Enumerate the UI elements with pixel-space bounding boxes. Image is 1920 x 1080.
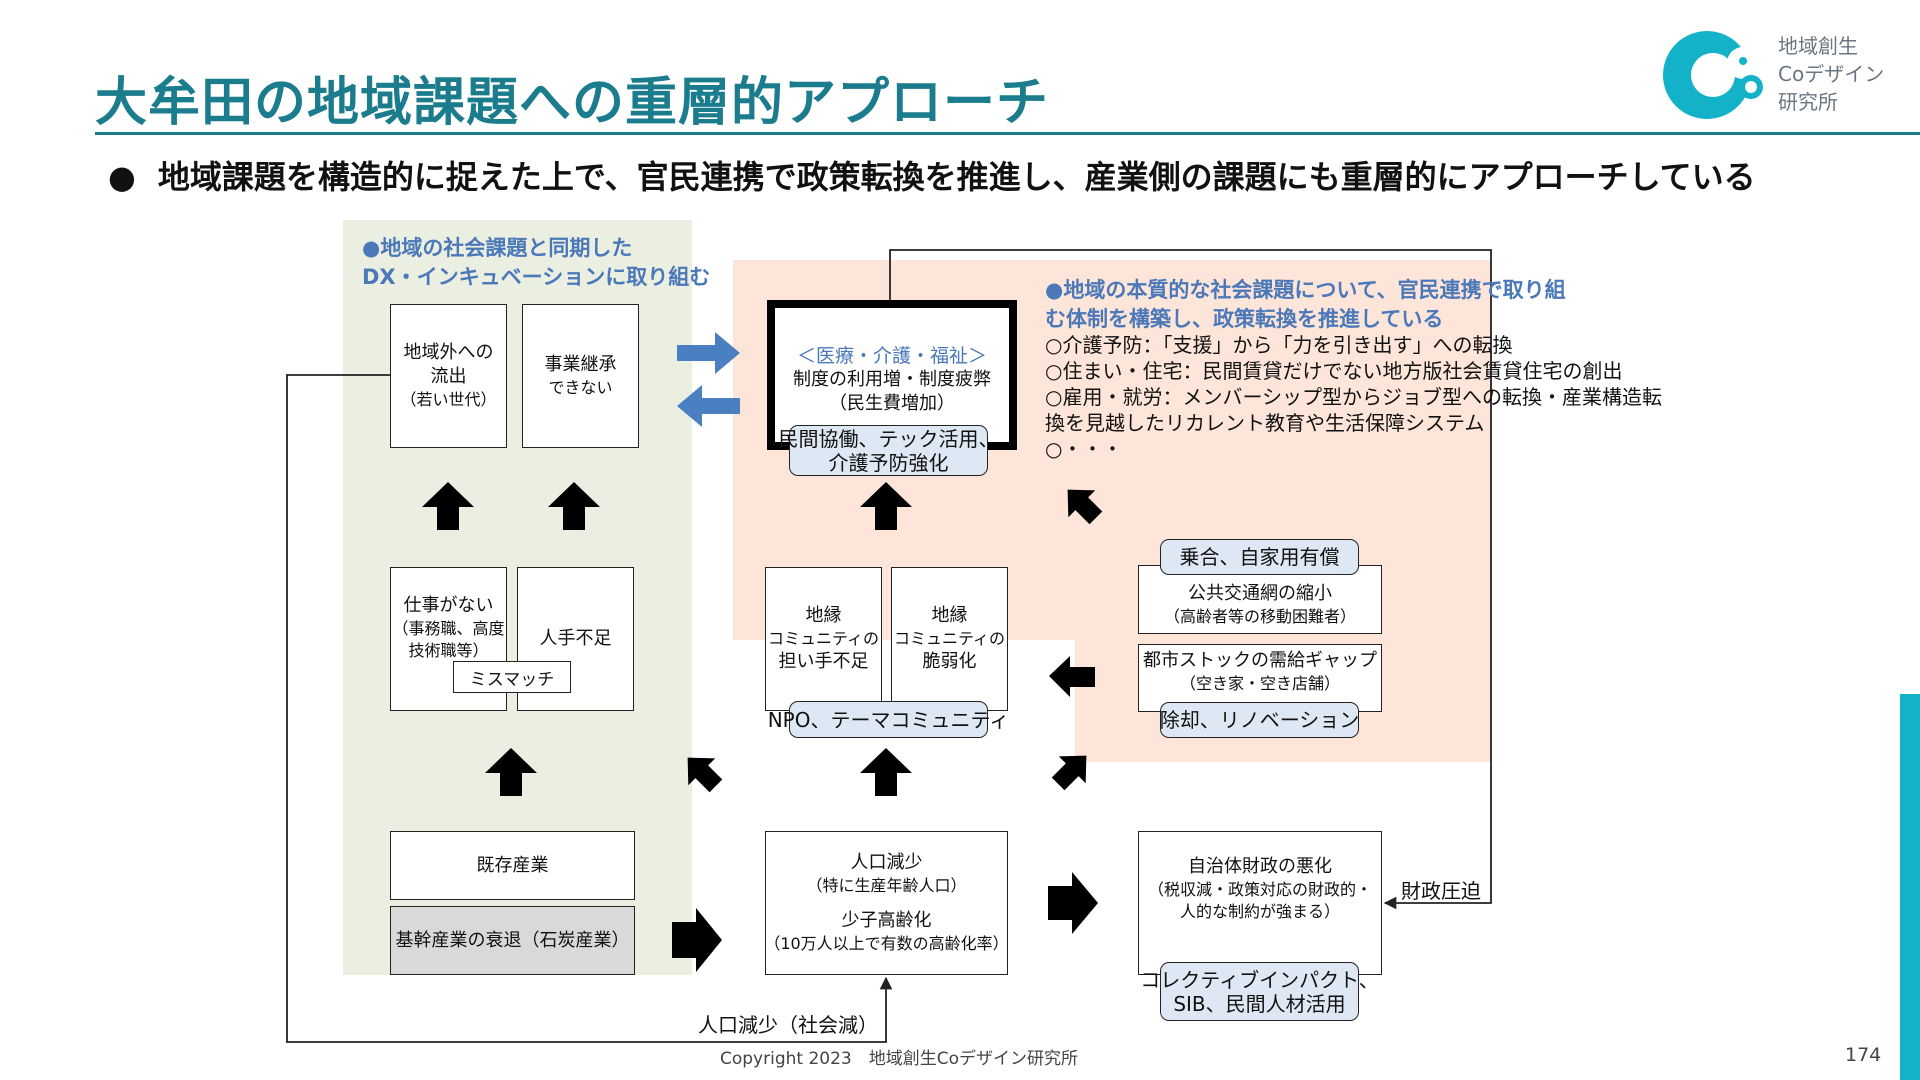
medical-line-3: （民生費増加）	[829, 393, 955, 414]
social-decrease-label: 人口減少（社会減）	[698, 1013, 878, 1037]
up-arrow-medical	[860, 482, 912, 530]
left-arrow-stock	[1049, 656, 1095, 697]
bearers-line-1: 地縁	[805, 605, 842, 626]
fragile-line-1: 地縁	[931, 605, 968, 626]
right-heading-line-2: む体制を構築し、政策転換を推進している	[1045, 307, 1444, 331]
blue-left-arrow	[677, 385, 740, 427]
logo-icon	[1663, 31, 1763, 119]
up-arrow-community	[860, 748, 912, 796]
transport-line-1: 公共交通網の縮小	[1188, 582, 1332, 604]
bullet-text: 地域課題を構造的に捉えた上で、官民連携で政策転換を推進し、産業側の課題にも重層的…	[157, 158, 1756, 196]
population-sub-1: （特に生産年齢人口）	[806, 876, 967, 895]
private-tag-line-1: 民間協働、テック活用、	[778, 426, 999, 451]
collective-line-2: SIB、民間人材活用	[1173, 991, 1346, 1016]
policy-item: ○住まい・住宅：民間賃貸だけでない地方版社会賃貸住宅の創出	[1045, 359, 1623, 383]
npo-tag: NPO、テーマコミュニティ	[768, 701, 1009, 738]
community-bearers-box: 地縁 コミュニティの 担い手不足	[765, 567, 882, 711]
right-arrow-population	[1048, 872, 1098, 934]
copyright-footer: Copyright 2023 地域創生Coデザイン研究所	[720, 1049, 1079, 1069]
private-tag-line-2: 介護予防強化	[828, 450, 949, 475]
right-arrow-decline	[672, 908, 722, 972]
private-collaboration-tag: 民間協働、テック活用、 介護予防強化	[779, 425, 999, 476]
bearers-line-2: コミュニティの	[767, 629, 880, 648]
left-heading-line-1: ●地域の社会課題と同期した	[362, 236, 633, 260]
population-line-2: 少子高齢化	[841, 910, 932, 931]
medical-heading: ＜医療・介護・福祉＞	[796, 345, 987, 367]
stock-sub: （空き家・空き店舗）	[1179, 674, 1340, 693]
policy-item: ○介護予防：「支援」から「力を引き出す」への転換	[1045, 333, 1513, 357]
finance-line-1: 自治体財政の悪化	[1188, 856, 1332, 877]
page-number: 174	[1845, 1044, 1882, 1066]
fiscal-pressure-line	[889, 249, 1492, 910]
right-heading-line-1: ●地域の本質的な社会課題について、官民連携で取り組	[1045, 278, 1566, 302]
policy-item: 換を見越したリカレント教育や生活保障システム	[1045, 411, 1485, 435]
up-arrow-nojob	[485, 748, 537, 796]
collective-line-1: コレクティブインパクト、	[1140, 967, 1379, 992]
left-heading-line-2: DX・インキュベーションに取り組む	[362, 265, 711, 289]
finance-sub-2: 人的な制約が強まる）	[1179, 902, 1340, 921]
outflow-box: 地域外への 流出 （若い世代）	[390, 304, 507, 448]
existing-industry-label: 既存産業	[476, 854, 549, 876]
no-job-line-1: 仕事がない	[403, 595, 494, 616]
logo-text: 地域創生 Coデザイン 研究所	[1778, 32, 1884, 116]
transport-sub: （高齢者等の移動困難者）	[1163, 606, 1356, 626]
fragile-line-2: コミュニティの	[893, 629, 1006, 648]
logo-line-1: 地域創生	[1778, 34, 1858, 58]
summary-bullet: ● 地域課題を構造的に捉えた上で、官民連携で政策転換を推進し、産業側の課題にも重層…	[108, 152, 1756, 198]
succession-box: 事業継承 できない	[522, 304, 639, 448]
finance-sub-1: （税収減・政策対応の財政的・	[1147, 880, 1372, 899]
population-line-1: 人口減少	[850, 852, 923, 873]
policy-list: ○介護予防：「支援」から「力を引き出す」への転換 ○住まい・住宅：民間賃貸だけで…	[1045, 332, 1662, 462]
page-title: 大牟田の地域課題への重層的アプローチ	[95, 73, 1050, 133]
stock-line-1: 都市ストックの需給ギャップ	[1143, 650, 1377, 671]
municipal-finance-box: 自治体財政の悪化 （税収減・政策対応の財政的・ 人的な制約が強まる）	[1138, 831, 1382, 975]
diag-arrow-upright-bottom	[1051, 755, 1087, 791]
succession-line-1: 事業継承	[544, 354, 617, 375]
diag-arrow-upleft-top	[1067, 489, 1103, 525]
core-industry-decline-label: 基幹産業の衰退（石炭産業）	[395, 929, 630, 951]
medical-line-2: 制度の利用増・制度疲弊	[793, 369, 991, 390]
no-job-sub-1: （事務職、高度	[392, 619, 505, 638]
policy-item: ○・・・	[1045, 437, 1123, 461]
community-fragility-box: 地縁 コミュニティの 脆弱化	[891, 567, 1008, 711]
fragile-line-3: 脆弱化	[922, 651, 977, 672]
no-job-sub-2: 技術職等）	[408, 641, 489, 660]
population-sub-2: （10万人以上で有数の高齢化率）	[764, 934, 1009, 953]
mismatch-note: ミスマッチ	[453, 661, 571, 693]
renovation-tag: 除却、リノベーション	[1160, 702, 1359, 738]
social-decrease-line	[286, 374, 893, 1043]
fiscal-pressure-label: 財政圧迫	[1401, 879, 1481, 903]
labor-shortage-label: 人手不足	[539, 628, 612, 649]
title-divider	[95, 132, 1920, 135]
bearers-line-3: 担い手不足	[778, 651, 869, 672]
rideshare-tag: 乗合、自家用有償	[1160, 539, 1359, 575]
blue-right-arrow	[677, 332, 740, 374]
succession-line-2: できない	[548, 378, 613, 397]
up-arrow-outflow	[422, 482, 474, 530]
outflow-line-2: 流出	[430, 366, 467, 387]
right-panel-heading: ●地域の本質的な社会課題について、官民連携で取り組 む体制を構築し、政策転換を推…	[1045, 276, 1566, 334]
bullet-marker: ●	[108, 158, 136, 196]
diag-arrow-upleft	[687, 757, 723, 793]
core-industry-decline-box: 基幹産業の衰退（石炭産業）	[390, 906, 635, 975]
logo-line-2: Coデザイン	[1778, 62, 1885, 86]
public-transport-box: 公共交通網の縮小 （高齢者等の移動困難者）	[1138, 565, 1382, 634]
left-panel-heading: ●地域の社会課題と同期した DX・インキュベーションに取り組む	[362, 234, 710, 292]
policy-item: ○雇用・就労：メンバーシップ型からジョブ型への転換・産業構造転	[1045, 385, 1663, 409]
side-accent-bar	[1900, 694, 1920, 1080]
outflow-line-1: 地域外への	[403, 342, 494, 363]
existing-industry-box: 既存産業	[390, 831, 635, 900]
population-decline-box: 人口減少 （特に生産年齢人口） 少子高齢化 （10万人以上で有数の高齢化率）	[764, 831, 1009, 975]
outflow-sub: （若い世代）	[400, 390, 497, 409]
up-arrow-succession	[548, 482, 600, 530]
collective-impact-tag: コレクティブインパクト、 SIB、民間人材活用	[1140, 962, 1379, 1021]
urban-stock-box: 都市ストックの需給ギャップ （空き家・空き店舗）	[1138, 644, 1382, 712]
logo-line-3: 研究所	[1778, 90, 1838, 114]
